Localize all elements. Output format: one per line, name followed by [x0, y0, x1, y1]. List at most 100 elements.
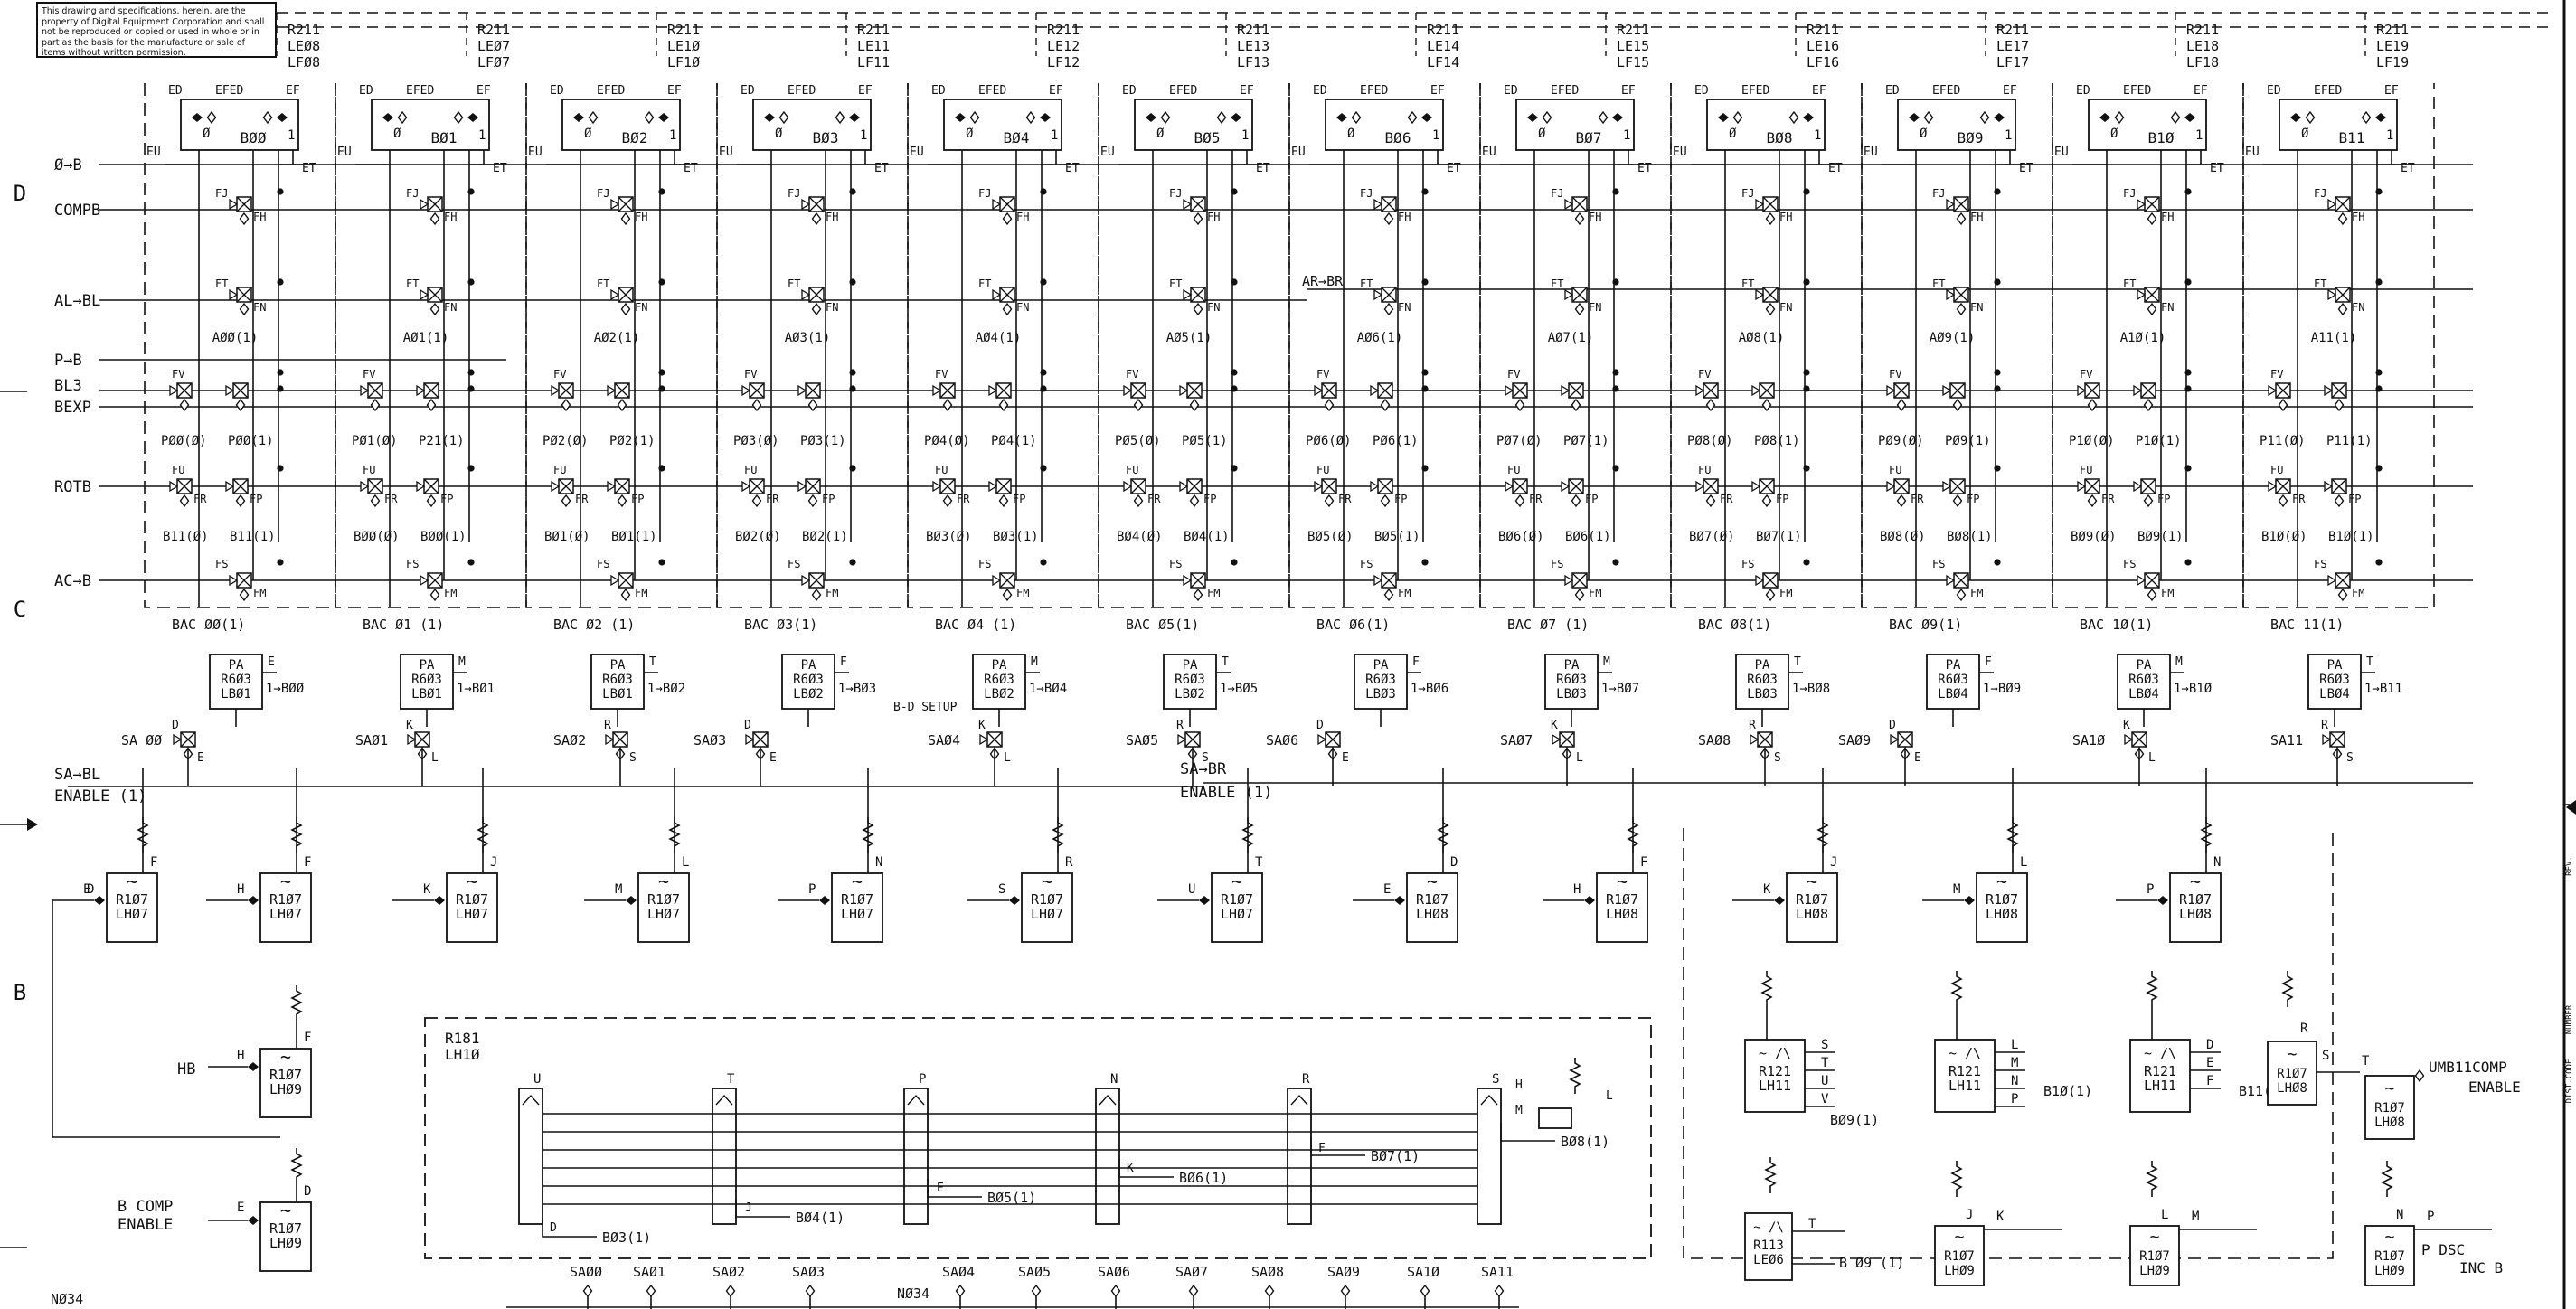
ff-pin-label: EFED [788, 84, 816, 98]
gate-pin: FS [1551, 558, 1563, 570]
ff-pin-label: EU [1864, 146, 1878, 159]
gate-level-diamond [1765, 588, 1776, 602]
pa-output: 1→BØ7 [1601, 682, 1639, 696]
column-title: R211 [288, 22, 320, 38]
pa-label: R6Ø3 [411, 673, 442, 687]
gate-cross [180, 731, 196, 748]
ff-set-diamond [955, 113, 966, 122]
gate-pin: FM [1970, 587, 1983, 599]
r113-module-box [1744, 1212, 1793, 1281]
column-title: R211 [667, 22, 700, 38]
pa-module-box [781, 654, 835, 710]
gate-p0 [1123, 382, 1146, 412]
module-pin: J [1830, 855, 1837, 870]
gate-output-label: BØ9(1) [2137, 530, 2184, 544]
tilde-symbol: ~ [467, 871, 477, 892]
gate-al [420, 287, 443, 316]
adder-pin: P [919, 1072, 926, 1087]
ff-set-diamond [2099, 113, 2110, 122]
module-type: R1Ø7 [2374, 1249, 2405, 1264]
pullup-resistor [2381, 1161, 2393, 1197]
gate-input-arrow [745, 733, 755, 746]
gate-cross [2331, 382, 2347, 399]
gate-input-arrow [2137, 574, 2147, 587]
flip-flop-name: B11 [2339, 129, 2365, 146]
gate-input-arrow [1755, 574, 1765, 587]
resistor-zigzag [1241, 817, 1254, 853]
gate-pin: FP [1585, 493, 1598, 505]
junction-dot [1803, 188, 1810, 195]
sa-pin: D [1889, 719, 1896, 732]
column-title: LE14 [1427, 38, 1459, 54]
bottom-sa-pin [955, 1284, 966, 1298]
pa-label: R6Ø3 [221, 673, 251, 687]
sa-pin: L [1576, 751, 1583, 765]
gate-cross [749, 478, 765, 494]
bottom-sa-label: SAØ4 [942, 1264, 975, 1280]
gate-input-arrow [1370, 480, 1380, 493]
gate-p0 [1505, 382, 1528, 412]
column-title: R211 [1617, 22, 1649, 38]
pa-label: LBØ2 [984, 687, 1014, 702]
junction-dot [2184, 385, 2192, 392]
gate-cross [2140, 382, 2156, 399]
gate-input-arrow [2324, 384, 2334, 397]
junction-dot [2184, 369, 2192, 376]
gate-level-diamond [2143, 398, 2154, 412]
flip-flop-name: BØ8 [1767, 129, 1793, 146]
gate-cross [2084, 478, 2100, 494]
gate-level-diamond [1574, 588, 1585, 602]
gate-pin: FS [2314, 558, 2326, 570]
flip-flop-box [2088, 99, 2207, 151]
ff-set-diamond [1527, 113, 1538, 122]
gate-sa [1552, 731, 1575, 761]
pa-label: PA [1373, 658, 1389, 673]
tilde-symbol: ~ [1231, 871, 1242, 892]
gate-pin: FT [406, 278, 419, 290]
gate-p1 [988, 382, 1012, 412]
gate-level-diamond [2337, 212, 2348, 226]
gate-cross [367, 382, 383, 399]
gate-level-diamond [1952, 494, 1963, 508]
sa-pin: K [2123, 719, 2130, 732]
ff-pin-label: EU [1291, 146, 1306, 159]
gate-cross [367, 478, 383, 494]
gate-level-diamond [1761, 494, 1772, 508]
resistor-zigzag [290, 817, 303, 853]
gate-pin: FU [363, 464, 375, 476]
gate-level-diamond [2278, 494, 2288, 508]
junction-dot [1612, 369, 1619, 376]
r121-location: LH11 [1759, 1078, 1791, 1094]
gate-p1 [1561, 382, 1584, 412]
gate-level-diamond [998, 494, 1009, 508]
gate-cross [939, 382, 956, 399]
gate-output-label: AØ3(1) [785, 331, 831, 345]
ff-pin-label: EU [910, 146, 924, 159]
gate-pin: FT [1741, 278, 1754, 290]
sa-pin: S [2346, 751, 2354, 765]
module-pin: T [1808, 1217, 1816, 1231]
gate-input-arrow [1552, 733, 1562, 746]
gate-output-label: BØ1(1) [611, 530, 657, 544]
sa-label: SAØ1 [355, 732, 388, 749]
gate-p1 [1370, 382, 1393, 412]
gate-rot-r [225, 478, 249, 508]
junction-dot [1994, 559, 2001, 566]
gate-sa [2322, 731, 2345, 761]
gate-rot-r [1561, 478, 1584, 508]
junction-dot [467, 369, 475, 376]
pullup-resistor [2006, 817, 2019, 853]
ff-pin-label: EF [858, 84, 873, 98]
bac-label: BAC Ø4 (1) [935, 617, 1016, 633]
pa-label: PA [229, 658, 244, 673]
resistor-zigzag [2281, 971, 2294, 1007]
sa-pin: E [769, 751, 777, 765]
column-title: LF12 [1047, 54, 1080, 71]
pa-label: PA [992, 658, 1007, 673]
gate-level-diamond [179, 398, 190, 412]
gate-output-label: P11(Ø) [2260, 434, 2306, 448]
gate-input-arrow [1373, 198, 1383, 211]
